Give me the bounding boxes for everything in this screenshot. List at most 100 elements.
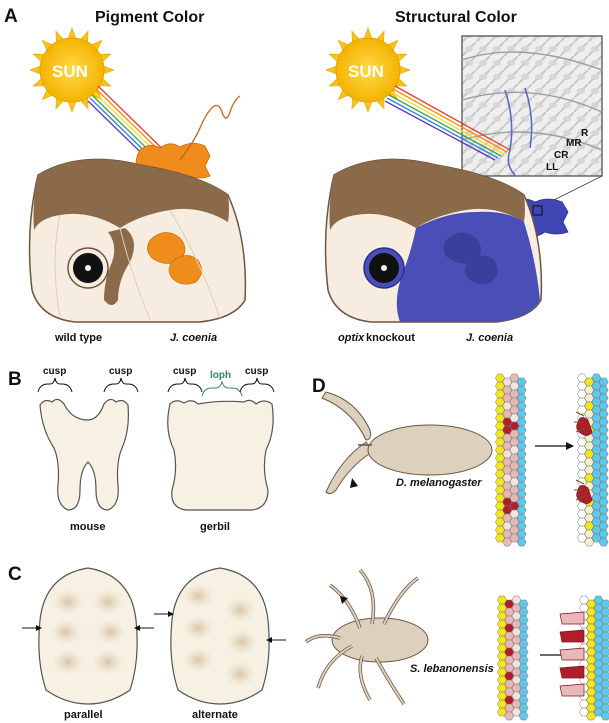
epithelial-cell — [598, 425, 609, 435]
epithelial-cell — [598, 521, 609, 531]
epithelial-cell — [598, 489, 609, 499]
sun-left-label: SUN — [52, 62, 88, 81]
arrow-top — [535, 442, 574, 450]
alternate-tooth — [170, 567, 270, 705]
elongated-bristle — [559, 611, 585, 625]
epithelial-cell — [497, 707, 507, 717]
epithelial-cell — [516, 393, 527, 403]
sun-right-icon: SUN — [325, 27, 411, 113]
epithelial-cell — [504, 711, 515, 721]
epithelial-cell — [591, 533, 602, 543]
alternate-label: alternate — [192, 709, 238, 721]
wild-type-caption: wild type — [54, 332, 102, 344]
wing-optix-knockout — [324, 158, 543, 323]
panel-a-letter: A — [4, 6, 18, 27]
epithelial-cell — [518, 711, 529, 721]
epithelial-cell — [598, 529, 609, 539]
label-ll: LL — [546, 162, 558, 173]
label-cr: CR — [554, 150, 569, 161]
epithelial-cell — [516, 521, 527, 531]
epithelial-cell — [516, 497, 527, 507]
epithelial-cell — [516, 449, 527, 459]
knockout-caption: knockout — [366, 332, 415, 344]
epithelial-cell — [502, 537, 513, 547]
epithelial-cell — [516, 489, 527, 499]
gerbil-cusp-left-label: cusp — [173, 366, 196, 377]
light-rays-right — [384, 85, 511, 161]
epithelial-cell — [518, 663, 529, 673]
cell-columns-melanogaster-result — [574, 373, 609, 547]
epithelial-cell — [516, 417, 527, 427]
epithelial-cell — [509, 533, 520, 543]
epithelial-cell — [518, 703, 529, 713]
epithelial-cell — [516, 425, 527, 435]
cell-columns-lebanonensis — [497, 595, 529, 721]
epithelial-cell — [598, 441, 609, 451]
sun-ray — [103, 65, 115, 75]
epithelial-cell — [511, 707, 522, 717]
epithelial-cell — [598, 473, 609, 483]
bristle-tips — [574, 411, 585, 433]
epithelial-cell — [598, 433, 609, 443]
sun-ray — [363, 101, 373, 113]
gerbil-cusp-left-brace — [167, 377, 203, 393]
epithelial-cell — [593, 707, 604, 717]
epithelial-cell — [495, 533, 505, 543]
j-coenia-left-caption: J. coenia — [170, 332, 217, 344]
epithelial-cell — [516, 385, 527, 395]
sun-ray — [29, 65, 41, 75]
epithelial-cell — [598, 409, 609, 419]
epithelial-cell — [600, 711, 609, 721]
epithelial-cell — [598, 393, 609, 403]
epithelial-cell — [516, 481, 527, 491]
epithelial-cell — [516, 505, 527, 515]
gerbil-tooth — [167, 399, 274, 511]
gerbil-loph-label: loph — [210, 370, 231, 381]
zoom-box — [532, 205, 543, 216]
epithelial-cell — [516, 433, 527, 443]
elongated-bristle — [559, 683, 585, 697]
epithelial-cell — [518, 599, 529, 609]
epithelial-cell — [598, 385, 609, 395]
epithelial-cell — [598, 417, 609, 427]
sun-ray — [67, 101, 77, 113]
label-r: R — [581, 128, 589, 139]
bristle-tips — [574, 479, 585, 501]
elongated-bristle — [559, 629, 585, 643]
scale-structure-inset: R MR CR LL — [461, 35, 603, 177]
sun-ray — [399, 65, 411, 75]
epithelial-cell — [598, 377, 609, 387]
sun-ray — [325, 65, 337, 75]
epithelial-cell — [518, 607, 529, 617]
epithelial-cell — [516, 377, 527, 387]
epithelial-cell — [598, 497, 609, 507]
label-mr: MR — [566, 138, 582, 149]
s-lebanonensis-label: S. lebanonensis — [410, 663, 494, 675]
epithelial-cell — [516, 401, 527, 411]
epithelial-cell — [598, 457, 609, 467]
epithelial-cell — [516, 441, 527, 451]
alternate-arrows — [154, 611, 286, 643]
epithelial-cell — [518, 671, 529, 681]
epithelial-cell — [516, 457, 527, 467]
epithelial-cell — [598, 513, 609, 523]
gerbil-cusp-right-label: cusp — [245, 366, 268, 377]
gerbil-cusp-right-brace — [239, 377, 275, 393]
gerbil-label: gerbil — [200, 521, 230, 533]
epithelial-cell — [598, 537, 609, 547]
panel-b-letter: B — [8, 369, 22, 390]
d-melanogaster-structure — [321, 391, 493, 495]
d-melanogaster-label: D. melanogaster — [396, 477, 482, 489]
epithelial-cell — [516, 465, 527, 475]
mouse-cusp-left-label: cusp — [43, 366, 66, 377]
sun-ray — [67, 27, 77, 39]
elongated-bristle — [559, 647, 585, 661]
panel-d-letter: D — [312, 376, 326, 397]
pigment-color-title: Pigment Color — [95, 9, 204, 26]
epithelial-cell — [579, 707, 589, 717]
epithelial-cell — [518, 695, 529, 705]
epithelial-cell — [598, 449, 609, 459]
epithelial-cell — [518, 687, 529, 697]
sun-left-icon: SUN — [29, 27, 115, 113]
epithelial-cell — [516, 529, 527, 539]
